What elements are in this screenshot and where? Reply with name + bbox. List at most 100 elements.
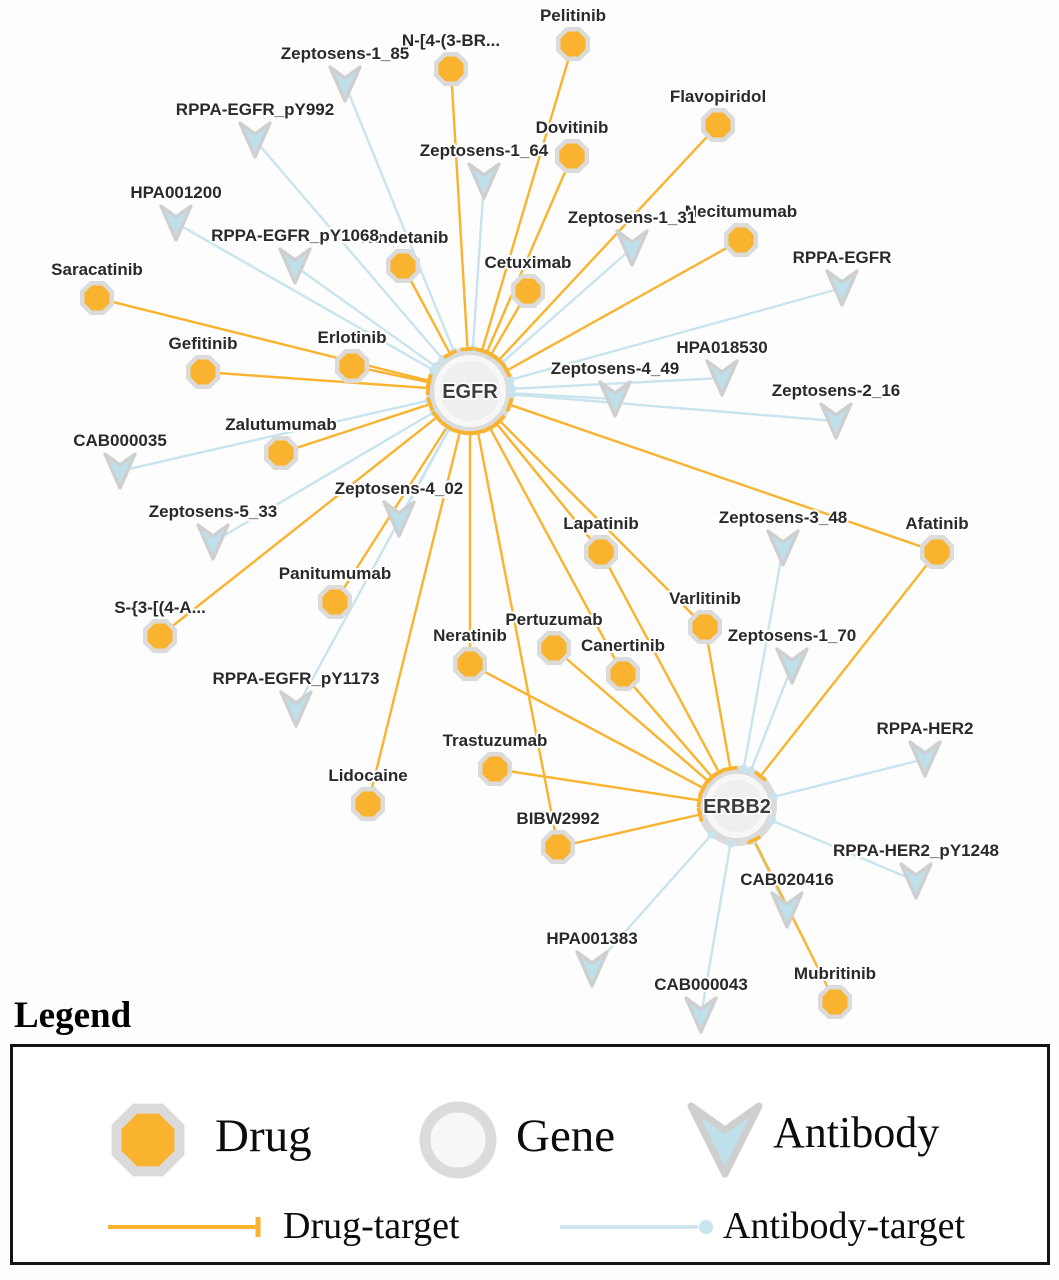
drug-node xyxy=(452,646,488,682)
antibody-label: Zeptosens-4_49 xyxy=(551,359,680,378)
antibody-label: RPPA-HER2 xyxy=(877,719,974,738)
antibody-node xyxy=(196,523,230,561)
drug-target-edge xyxy=(495,422,602,553)
antibody-node xyxy=(908,740,942,778)
antibody-edge-dot xyxy=(769,792,779,801)
label-layer: EGFRERBB2PelitinibN-[4-(3-BR...Dovitinib… xyxy=(49,4,1001,996)
drug-label: Vandetanib xyxy=(358,228,449,247)
drug-target-edge xyxy=(494,767,700,802)
drug-edge-tee xyxy=(696,793,703,808)
drug-edge-tee xyxy=(426,396,435,412)
drug-label: Flavopiridol xyxy=(670,87,766,106)
drug-label: Lidocaine xyxy=(328,766,407,785)
antibody-label: RPPA-EGFR_pY1068 xyxy=(211,226,379,245)
antibody-node xyxy=(819,402,853,440)
drug-label: Dovitinib xyxy=(536,118,609,137)
antibody-node xyxy=(766,529,800,567)
drug-edge-tee xyxy=(484,349,499,360)
antibody-label: HPA001383 xyxy=(546,929,637,948)
drug-edge-tee xyxy=(746,835,762,845)
drug-target-edge-sample xyxy=(108,1217,261,1237)
drug-node xyxy=(700,107,736,143)
drug-label: S-{3-[(4-A... xyxy=(114,598,206,617)
antibody-label: Zeptosens-1_70 xyxy=(728,626,857,645)
antibody-label: CAB020416 xyxy=(740,870,834,889)
antibody-edge-dot xyxy=(431,362,441,371)
antibody-target-edge xyxy=(510,286,843,381)
gene-legend-icon xyxy=(419,1101,497,1179)
drug-node xyxy=(510,273,546,309)
antibody-label: Zeptosens-5_33 xyxy=(149,502,278,521)
legend-gene-label: Gene xyxy=(516,1110,616,1162)
antibody-edge-dot xyxy=(507,390,517,399)
antibody-target-edge xyxy=(749,665,794,772)
gene-node-inner xyxy=(711,780,763,832)
antibody-target-edge xyxy=(771,819,917,883)
edge-marker-layer xyxy=(424,344,779,848)
antibody-target-edge xyxy=(471,180,486,350)
drug-edge-tee xyxy=(696,807,704,822)
antibody-edge-dot xyxy=(699,1220,713,1234)
drug-target-edge xyxy=(622,673,714,779)
antibody-target-edge xyxy=(511,392,616,401)
gene-label: EGFR xyxy=(442,381,498,403)
antibody-node xyxy=(770,891,804,929)
antibody-label: CAB000035 xyxy=(73,431,167,450)
drug-node xyxy=(79,280,115,316)
drug-target-edge xyxy=(498,419,706,628)
drug-label: Zalutumumab xyxy=(225,415,336,434)
antibody-label: CAB000043 xyxy=(654,975,748,994)
drug-edge-tee xyxy=(460,346,475,352)
drug-label: Canertinib xyxy=(581,636,665,655)
antibody-node xyxy=(825,269,859,307)
drug-target-edge xyxy=(703,626,732,769)
drug-target-edge xyxy=(497,124,719,362)
drug-label: Erlotinib xyxy=(318,328,387,347)
antibody-label: HPA001200 xyxy=(130,183,221,202)
antibody-label: Zeptosens-4_02 xyxy=(335,479,464,498)
drug-target-edge xyxy=(488,427,625,675)
gene-circle-shape xyxy=(419,1101,497,1179)
drug-label: Afatinib xyxy=(905,514,968,533)
drug-label: N-[4-(3-BR... xyxy=(402,31,500,50)
drug-label: Necitumumab xyxy=(685,202,797,221)
drug-node xyxy=(185,354,221,390)
antibody-legend-icon xyxy=(687,1102,763,1178)
drug-label: BIBW2992 xyxy=(516,809,599,828)
drug-edge-tee xyxy=(505,397,514,412)
antibody-label: Zeptosens-2_16 xyxy=(772,381,901,400)
drug-node xyxy=(334,348,370,384)
drug-target-edge xyxy=(557,813,701,849)
drug-target-edge xyxy=(476,432,560,848)
antibody-target-edge xyxy=(119,399,430,473)
drug-node xyxy=(817,984,853,1020)
antibody-node xyxy=(575,950,609,988)
drug-label: Gefitinib xyxy=(169,334,238,353)
drug-target-edge xyxy=(202,370,429,390)
drug-target-edge xyxy=(485,155,574,353)
antibody-label: RPPA-EGFR_pY1173 xyxy=(213,669,380,688)
antibody-label: Zeptosens-1_85 xyxy=(281,44,410,63)
drug-edge-tee xyxy=(723,765,738,772)
gene-label: ERBB2 xyxy=(703,796,771,818)
antibody-node xyxy=(598,380,632,418)
drug-label: Cetuximab xyxy=(485,253,572,272)
drug-label: Mubritinib xyxy=(794,964,876,983)
antibody-target-edge xyxy=(511,393,837,423)
drug-edge-tee xyxy=(443,349,458,359)
drug-edge-tee xyxy=(493,414,506,428)
drug-node xyxy=(540,829,576,865)
drug-edge-tee xyxy=(501,363,512,378)
antibody-label: RPPA-HER2_pY1248 xyxy=(833,841,999,860)
antibody-edge-dot xyxy=(726,839,735,848)
drug-node xyxy=(350,786,386,822)
antibody-edge-dot xyxy=(707,830,716,839)
drug-edge-tee xyxy=(705,771,719,784)
drug-node xyxy=(263,435,299,471)
antibody-label: RPPA-EGFR_pY992 xyxy=(176,100,334,119)
drug-edge-tee xyxy=(425,375,433,390)
drug-target-edge xyxy=(280,402,431,455)
drug-node xyxy=(554,138,590,174)
antibody-target-edge xyxy=(254,139,444,360)
